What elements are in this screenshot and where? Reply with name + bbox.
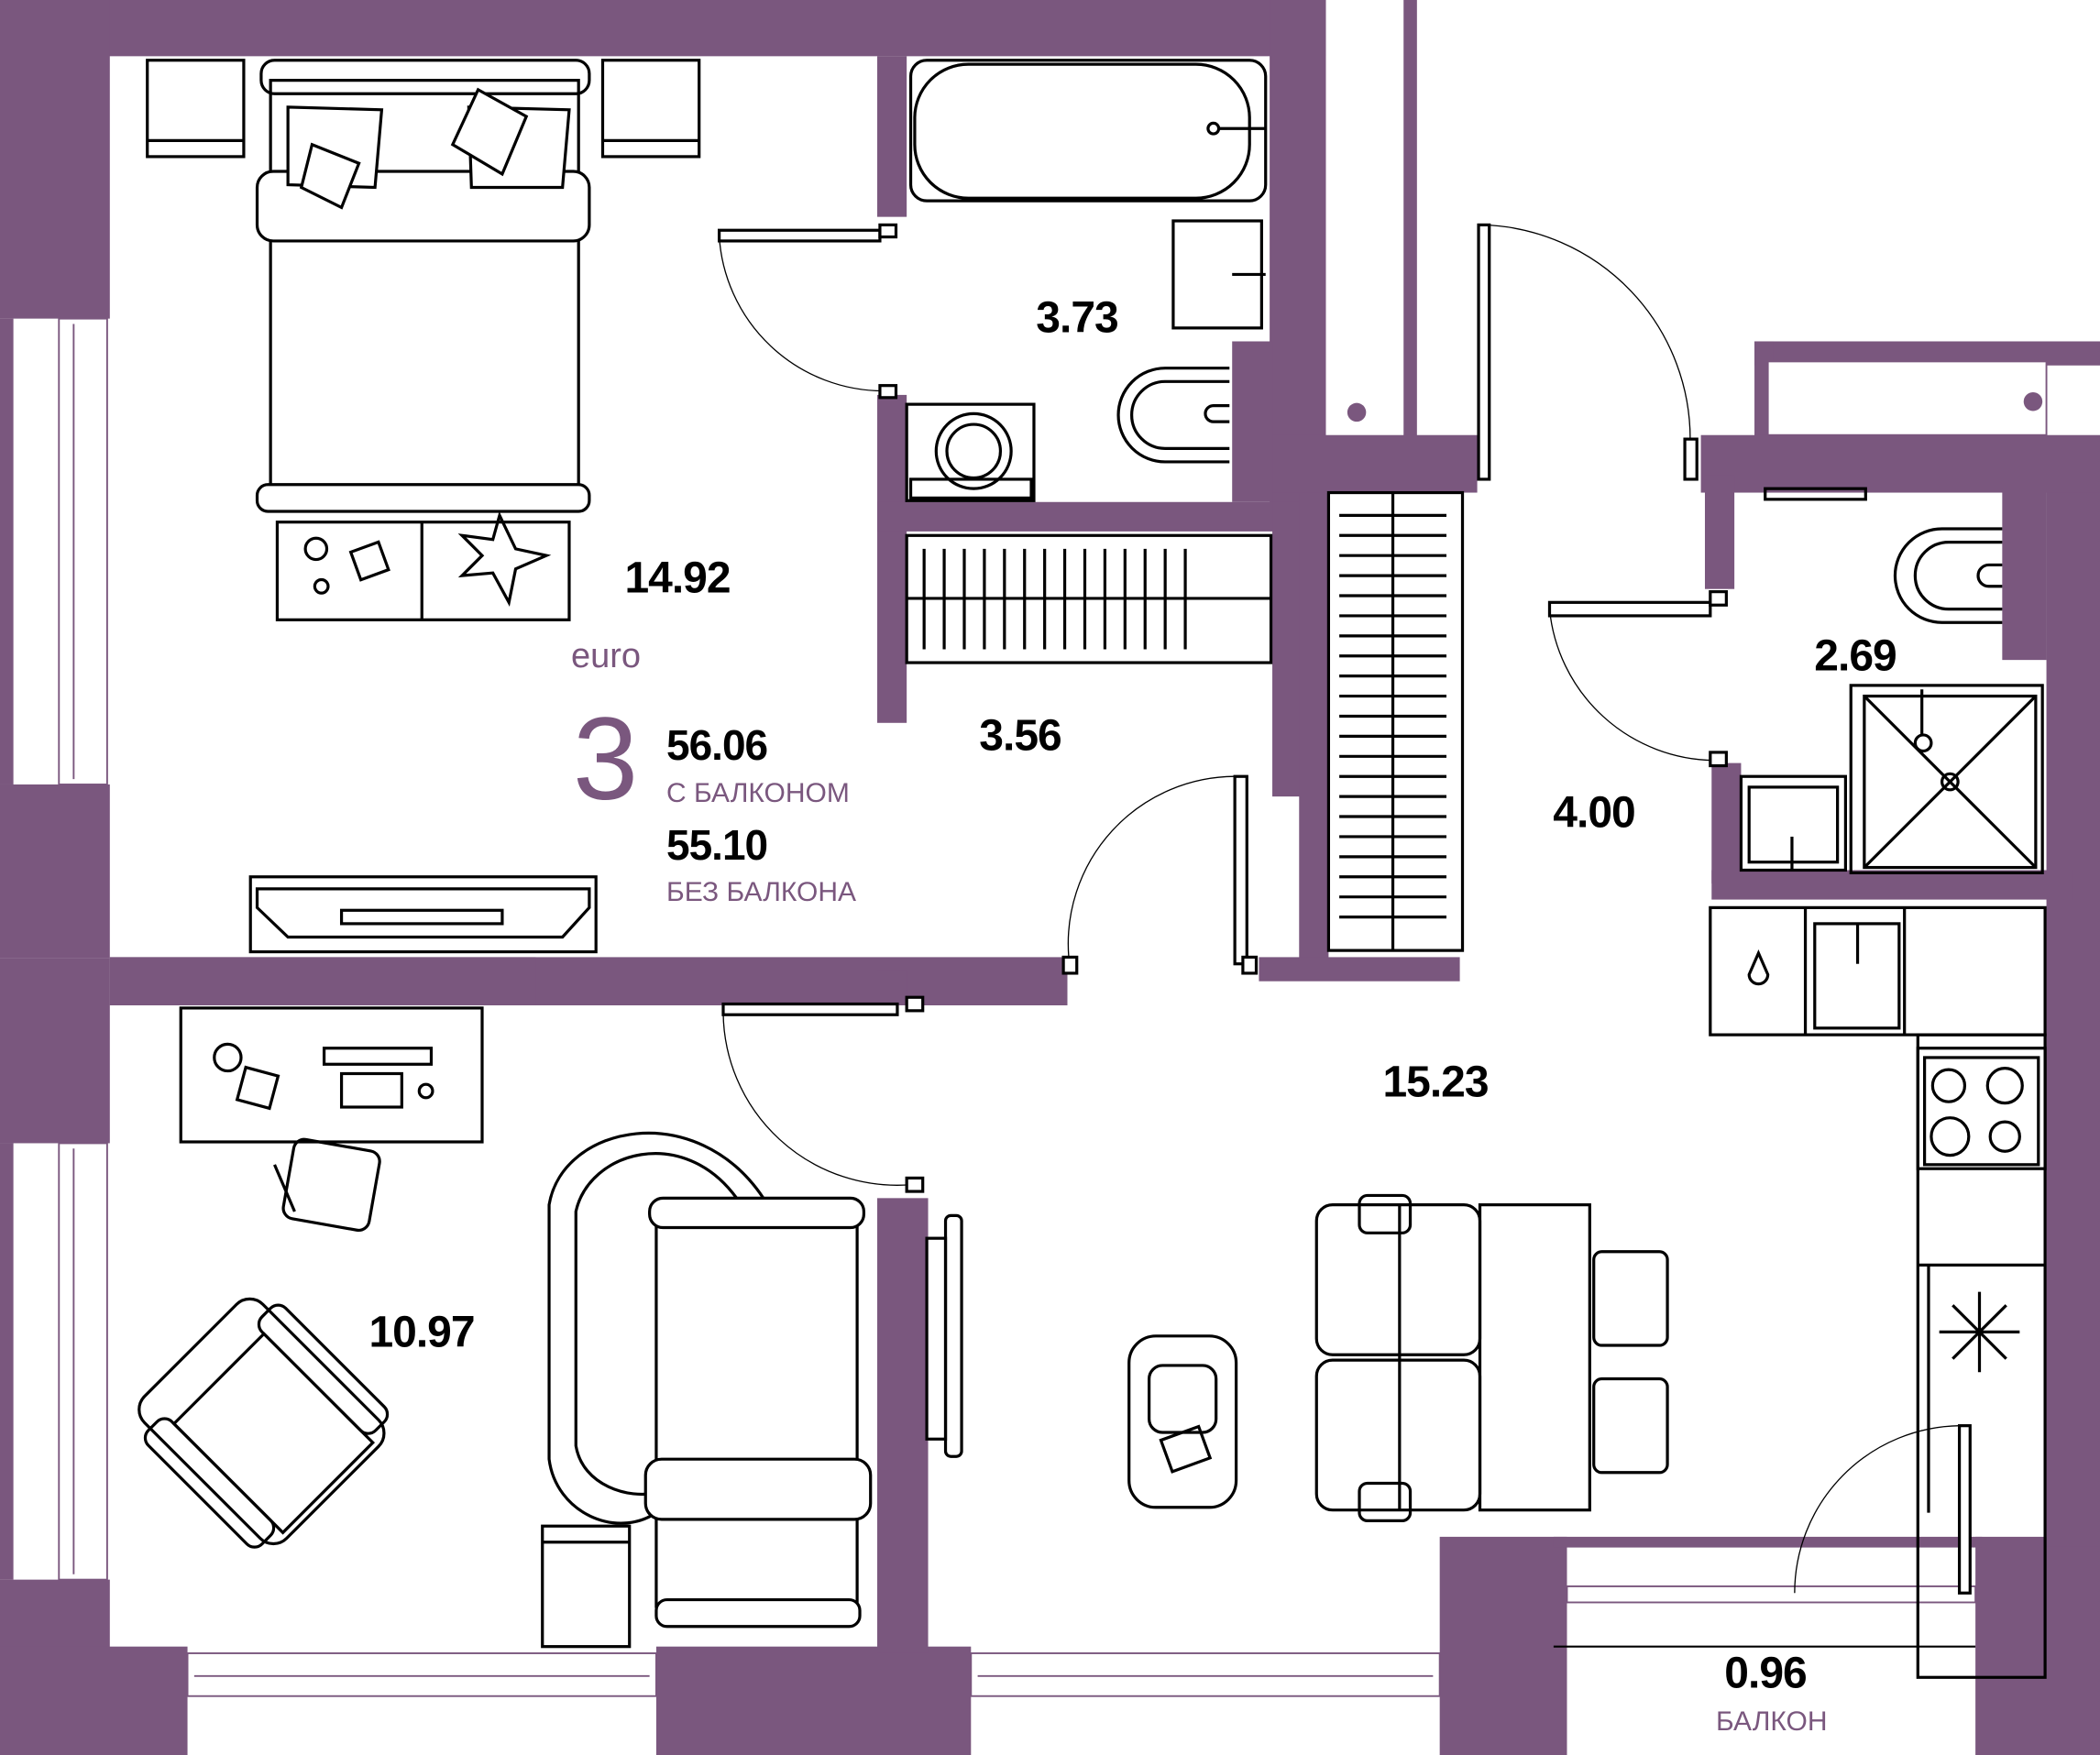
washing-machine-icon <box>905 402 1036 502</box>
bathtub-icon <box>908 59 1268 203</box>
door-icon <box>1477 223 1699 481</box>
doors <box>718 223 1972 1595</box>
sofa-icon <box>547 1131 873 1629</box>
room-area-wc: 2.69 <box>1814 631 1897 681</box>
bedside-bench-icon <box>275 510 571 621</box>
room-area-kitchen-living: 15.23 <box>1382 1058 1489 1107</box>
door-icon <box>721 995 925 1193</box>
side-table-icon <box>541 1524 632 1649</box>
radiator-icon <box>1764 487 1867 501</box>
wardrobe-icon <box>1326 490 1465 952</box>
room-area-balcony: 0.96 <box>1724 1649 1807 1698</box>
office-chair-icon <box>273 1137 381 1233</box>
water-drop-icon <box>1747 949 1770 986</box>
toilet-icon <box>1116 367 1230 464</box>
shower-icon <box>1849 684 2044 874</box>
kitchen-counter-icon <box>1709 905 2047 1037</box>
area-with-balcony-label: С БАЛКОНОМ <box>666 778 850 808</box>
nightstand-icon <box>600 59 701 159</box>
area-without-balcony: 55.10 <box>666 821 768 869</box>
brand-label: euro <box>571 637 642 675</box>
windows <box>58 317 2048 1697</box>
desk-icon <box>179 1006 484 1144</box>
rooms-count: 3 <box>573 694 639 825</box>
fridge-icon <box>1927 1265 2020 1513</box>
window-icon <box>58 317 108 785</box>
window-icon <box>970 1652 1441 1697</box>
tv-icon <box>925 1213 963 1458</box>
door-icon <box>1794 1424 1972 1595</box>
area-without-balcony-label: БЕЗ БАЛКОНА <box>666 877 857 907</box>
toilet-icon <box>1893 527 2003 624</box>
door-icon <box>718 223 898 400</box>
area-with-balcony: 56.06 <box>666 721 768 769</box>
window-icon <box>58 1142 108 1581</box>
bed-icon <box>255 59 591 513</box>
dining-table-icon <box>1314 1193 1669 1522</box>
sink-icon <box>1171 219 1266 330</box>
door-icon <box>1547 590 1728 768</box>
armchair-icon <box>137 1297 390 1549</box>
sink-icon <box>1739 774 1847 872</box>
room-area-bedroom-2: 10.97 <box>368 1308 475 1357</box>
window-icon <box>186 1652 657 1697</box>
room-area-hall: 4.00 <box>1553 788 1635 838</box>
room-area-wardrobe: 3.56 <box>979 711 1061 761</box>
tv-icon <box>248 875 598 954</box>
room-area-bathroom: 3.73 <box>1036 293 1118 343</box>
room-area-bedroom: 14.92 <box>624 554 731 603</box>
furniture <box>137 59 2047 1679</box>
nightstand-icon <box>146 59 246 159</box>
wardrobe-icon <box>905 533 1273 664</box>
coffee-table-icon <box>1127 1334 1238 1509</box>
balcony-label: БАЛКОН <box>1716 1706 1828 1737</box>
stove-icon <box>1916 1033 2047 1679</box>
window-icon <box>1566 1585 1977 1604</box>
door-icon <box>1061 774 1259 975</box>
